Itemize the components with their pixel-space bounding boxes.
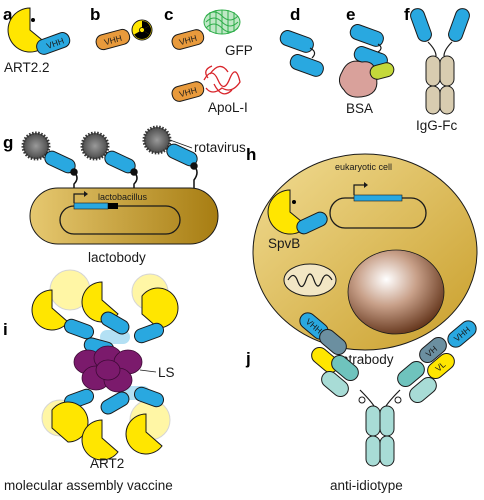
bsa-blob	[338, 60, 378, 98]
art22-label: ART2.2	[4, 60, 50, 75]
mitochondrion	[283, 263, 337, 297]
lactobacillus-label: lactobacillus	[98, 192, 148, 202]
pacman-eye	[31, 18, 35, 22]
spvb-eye	[292, 200, 296, 204]
panel-letter-c: c	[164, 5, 173, 24]
art2-pacman-3	[141, 287, 179, 329]
panel-d: d	[279, 5, 324, 77]
eukaryotic-label: eukaryotic cell	[335, 162, 392, 172]
vh-domain-left	[319, 329, 347, 355]
art2-pacman-5	[81, 419, 119, 461]
bsa-label: BSA	[346, 101, 373, 116]
fc-j-2	[379, 405, 395, 437]
vhh-domain-b	[95, 28, 131, 51]
vhh-domain-a	[36, 32, 71, 55]
art2-label: ART2	[90, 456, 124, 471]
vhh-domain-h	[296, 211, 328, 235]
albumin-binding-domain	[369, 62, 395, 80]
panel-a: a VHH ART2.2	[3, 5, 71, 75]
art2-pacman-4	[51, 401, 89, 443]
ls-pointer	[139, 369, 157, 373]
apol-label: ApoL-I	[208, 100, 248, 115]
spvb-label: SpvB	[268, 236, 300, 251]
gfp-label: GFP	[225, 43, 253, 58]
vh-domain-right	[419, 337, 447, 363]
apol-structure	[203, 65, 241, 95]
panel-letter-b: b	[90, 5, 100, 24]
art2-pacman-6	[125, 413, 163, 455]
vhh-gene-g	[73, 202, 109, 210]
panel-h: h eukaryotic cell SpvB intrabody	[246, 145, 478, 367]
vhh-domain-g3	[166, 143, 198, 167]
fc-domain-1	[425, 55, 441, 87]
panel-i: i LS	[3, 269, 179, 493]
cl-domain-right	[409, 377, 437, 403]
vhh-domain-c2	[171, 81, 205, 102]
vhh-label-c1: VHH	[178, 33, 198, 47]
bottom-art2-pacmen	[51, 401, 163, 461]
vhh-domain-d1	[279, 30, 314, 53]
vhh-label-b: VHH	[103, 33, 123, 47]
panel-letter-e: e	[346, 5, 355, 24]
fc-domain-3	[425, 85, 441, 115]
panel-letter-h: h	[246, 145, 256, 164]
ls-label: LS	[158, 365, 175, 380]
vhh-domain-j2	[447, 320, 477, 348]
ch1-domain-left	[331, 355, 359, 381]
rotavirus-label: rotavirus	[194, 140, 246, 155]
fc-j-4	[379, 435, 395, 467]
vhh-gene-h	[353, 194, 403, 202]
radiation-icon	[131, 19, 153, 41]
panel-letter-f: f	[404, 5, 410, 24]
linker-d	[309, 47, 316, 59]
vhh-label-c2: VHH	[178, 85, 198, 99]
cl-domain-left	[321, 371, 349, 397]
vhh-domain-f1	[410, 8, 432, 42]
vhh-domain-e1	[349, 24, 384, 47]
fc-domain-2	[439, 55, 455, 87]
vhh-domain-d2	[289, 54, 324, 77]
panel-letter-g: g	[3, 133, 13, 152]
anchor-hooks	[70, 162, 198, 190]
promoter-arrow-h	[353, 184, 366, 195]
panel-c: c VHH GFP VHH ApoL-I	[164, 5, 253, 115]
panel-letter-d: d	[290, 5, 300, 24]
hinge-f	[427, 41, 453, 57]
fc-j-1	[365, 405, 381, 437]
panel-e: e BSA	[338, 5, 395, 116]
lactobacillus-cell	[29, 187, 219, 245]
lactobody-label: lactobody	[88, 250, 146, 265]
panel-f: f IgG-Fc	[404, 5, 470, 133]
vaccine-label: molecular assembly vaccine	[4, 478, 173, 493]
panel-j: j VHH VHH VH VL anti-idiotype	[245, 312, 477, 493]
panel-g: g rotavirus lactobacillus lactobody	[3, 125, 246, 265]
bottom-vhh-ring	[63, 386, 165, 415]
vhh-domain-c1	[171, 29, 205, 50]
linker-e	[377, 43, 382, 53]
ls-core	[73, 345, 143, 393]
igg-label: IgG-Fc	[416, 118, 458, 133]
gfp-structure	[203, 9, 241, 35]
vhh-domain-f2	[448, 8, 470, 42]
panel-letter-i: i	[3, 320, 8, 339]
hinge-j	[358, 389, 402, 407]
fc-j-3	[365, 435, 381, 467]
rotavirus-particles	[21, 125, 172, 161]
fc-domain-4	[439, 85, 455, 115]
plasmid-g	[59, 205, 181, 235]
anchor-gene-g	[108, 203, 118, 209]
promoter-arrow-g	[73, 193, 86, 203]
rotavirus-pointer	[169, 139, 193, 149]
nucleus	[347, 249, 445, 335]
ch1-domain-right	[397, 361, 425, 387]
panel-letter-a: a	[3, 5, 13, 24]
panel-b: b VHH	[90, 5, 153, 51]
panel-letter-j: j	[245, 349, 251, 368]
vl-domain-right	[427, 353, 455, 379]
antiidiotype-label: anti-idiotype	[330, 478, 403, 493]
